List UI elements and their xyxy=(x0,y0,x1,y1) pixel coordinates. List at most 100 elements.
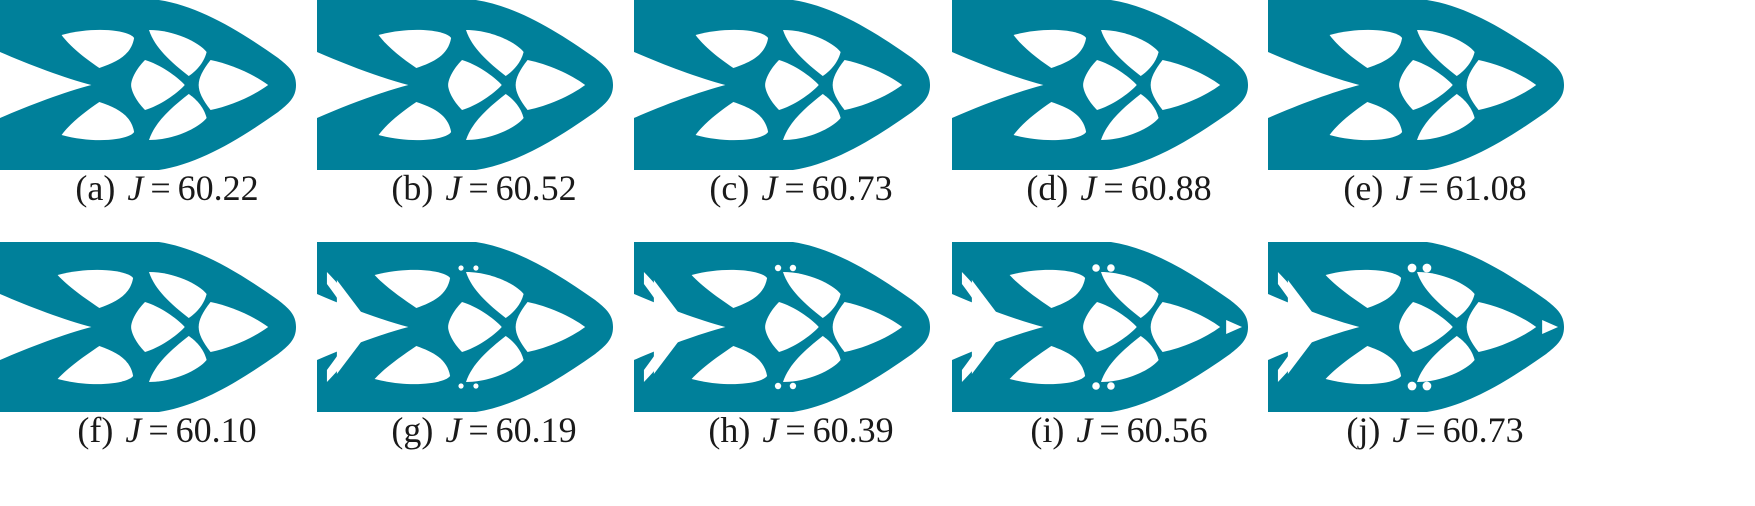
equals-sign: = xyxy=(468,168,489,208)
objective-value: 60.52 xyxy=(495,168,577,208)
structure-void xyxy=(515,60,586,110)
pin-hole xyxy=(1107,382,1115,390)
figure-panel: (f)J=60.10 xyxy=(0,242,334,450)
pin-hole xyxy=(774,264,782,272)
objective-value: 60.10 xyxy=(175,410,257,450)
structure-detail xyxy=(653,280,686,374)
objective-value: 60.88 xyxy=(1130,168,1212,208)
panel-caption: (i) J=60.56 xyxy=(952,410,1286,450)
structure-void xyxy=(1013,102,1087,141)
structure-void xyxy=(374,269,451,308)
structure-void xyxy=(765,60,819,110)
structure-void xyxy=(1417,30,1475,76)
equals-sign: = xyxy=(1099,410,1120,450)
structure-void xyxy=(783,30,841,76)
pin-hole xyxy=(473,383,479,389)
pin-hole xyxy=(473,265,479,271)
structure-void xyxy=(1150,302,1221,352)
panel-label: (d) xyxy=(1026,168,1069,208)
structure-void xyxy=(1399,60,1453,110)
panel-caption: (a) J=60.22 xyxy=(0,168,334,208)
figure-panel: (h)J=60.39 xyxy=(634,242,968,450)
structure-void xyxy=(1466,60,1537,110)
structure-void xyxy=(783,336,841,382)
pin-hole xyxy=(458,383,464,389)
objective-symbol: J xyxy=(127,168,144,208)
structure-void xyxy=(695,102,769,141)
figure-panel: (e)J=61.08 xyxy=(1268,0,1602,208)
structure-void xyxy=(1399,302,1453,352)
structure-void xyxy=(1150,60,1221,110)
objective-value: 60.22 xyxy=(177,168,259,208)
structure-void xyxy=(57,269,134,308)
figure-panel: (c)J=60.73 xyxy=(634,0,968,208)
objective-value: 60.73 xyxy=(1442,410,1524,450)
equals-sign: = xyxy=(150,168,171,208)
structure-void xyxy=(1083,302,1137,352)
equals-sign: = xyxy=(1103,168,1124,208)
figure-panel: (a) J=60.22 xyxy=(0,0,334,208)
panel-label: (f) xyxy=(77,410,114,450)
structure-void xyxy=(466,336,524,382)
structure-void xyxy=(57,346,134,385)
optimized-structure xyxy=(0,0,297,170)
panel-caption: (g)J=60.19 xyxy=(317,410,651,450)
panel-label: (i) xyxy=(1030,410,1065,450)
objective-value: 60.56 xyxy=(1126,410,1208,450)
structure-void xyxy=(198,302,269,352)
pin-hole xyxy=(1422,263,1432,273)
structure-void xyxy=(1013,29,1087,68)
panel-label: (j) xyxy=(1346,410,1381,450)
equals-sign: = xyxy=(785,410,806,450)
optimized-structure xyxy=(634,242,931,412)
equals-sign: = xyxy=(1415,410,1436,450)
figure-panel: (b)J=60.52 xyxy=(317,0,651,208)
pin-hole xyxy=(1407,263,1417,273)
optimized-structure xyxy=(634,0,931,170)
structure-void xyxy=(61,102,135,141)
structure-void xyxy=(1329,29,1403,68)
structure-void xyxy=(149,94,207,140)
objective-symbol: J xyxy=(1392,410,1409,450)
structure-detail xyxy=(336,280,369,374)
pin-hole xyxy=(1092,264,1100,272)
panel-caption: (j) J=60.73 xyxy=(1268,410,1602,450)
structure-void xyxy=(1101,94,1159,140)
structure-void xyxy=(765,302,819,352)
panel-caption: (b)J=60.52 xyxy=(317,168,651,208)
structure-void xyxy=(691,269,768,308)
objective-value: 60.39 xyxy=(812,410,894,450)
structure-void xyxy=(1417,272,1475,318)
pin-hole xyxy=(1407,381,1417,391)
pin-hole xyxy=(458,265,464,271)
structure-void xyxy=(832,302,903,352)
objective-symbol: J xyxy=(1076,410,1093,450)
structure-void xyxy=(61,29,135,68)
equals-sign: = xyxy=(1418,168,1439,208)
pin-hole xyxy=(1422,381,1432,391)
panel-label: (a) xyxy=(75,168,116,208)
objective-value: 60.73 xyxy=(811,168,893,208)
panel-label: (h) xyxy=(708,410,751,450)
structure-detail xyxy=(1226,320,1243,334)
structure-void xyxy=(695,29,769,68)
panel-label: (c) xyxy=(709,168,750,208)
figure-panel: (j) J=60.73 xyxy=(1268,242,1602,450)
structure-void xyxy=(1466,302,1537,352)
structure-void xyxy=(466,94,524,140)
structure-void xyxy=(1417,94,1475,140)
objective-symbol: J xyxy=(125,410,142,450)
optimized-structure xyxy=(952,0,1249,170)
structure-void xyxy=(1101,272,1159,318)
equals-sign: = xyxy=(468,410,489,450)
pin-hole xyxy=(789,264,797,272)
structure-detail xyxy=(971,280,1004,374)
panel-caption: (e)J=61.08 xyxy=(1268,168,1602,208)
pin-hole xyxy=(1092,382,1100,390)
structure-void xyxy=(1101,336,1159,382)
objective-value: 60.19 xyxy=(495,410,577,450)
structure-void xyxy=(1083,60,1137,110)
structure-void xyxy=(149,30,207,76)
panel-caption: (f)J=60.10 xyxy=(0,410,334,450)
structure-void xyxy=(131,60,185,110)
